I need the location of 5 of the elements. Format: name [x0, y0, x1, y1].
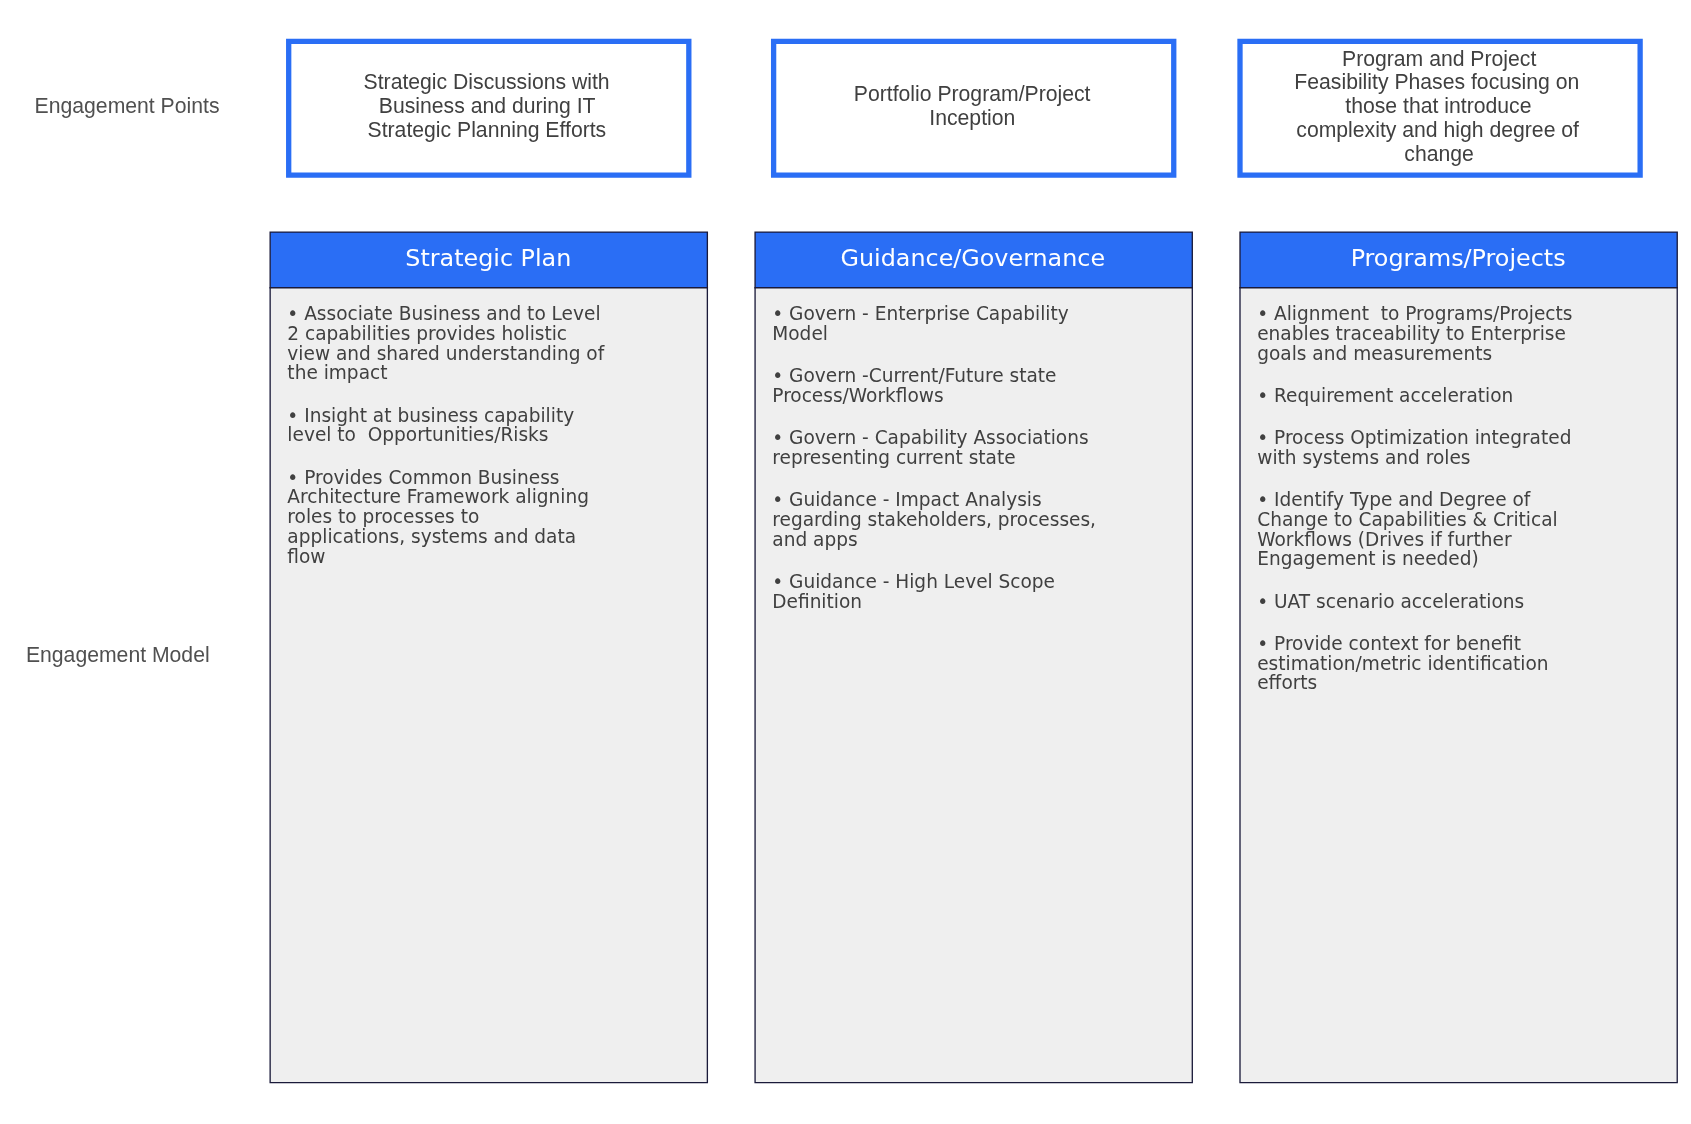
- node-box: Portfolio Program/Project Inception: [770, 38, 1177, 178]
- node-box: Program and Project Feasibility Phases focusing on those that introduce complexity and high degree of change: [1237, 38, 1643, 178]
- label: Engagement Model: [25, 643, 210, 667]
- node-box: Strategic Discussions with Business and during IT Strategic Planning Efforts: [286, 38, 692, 178]
- label: Engagement Points: [34, 94, 220, 118]
